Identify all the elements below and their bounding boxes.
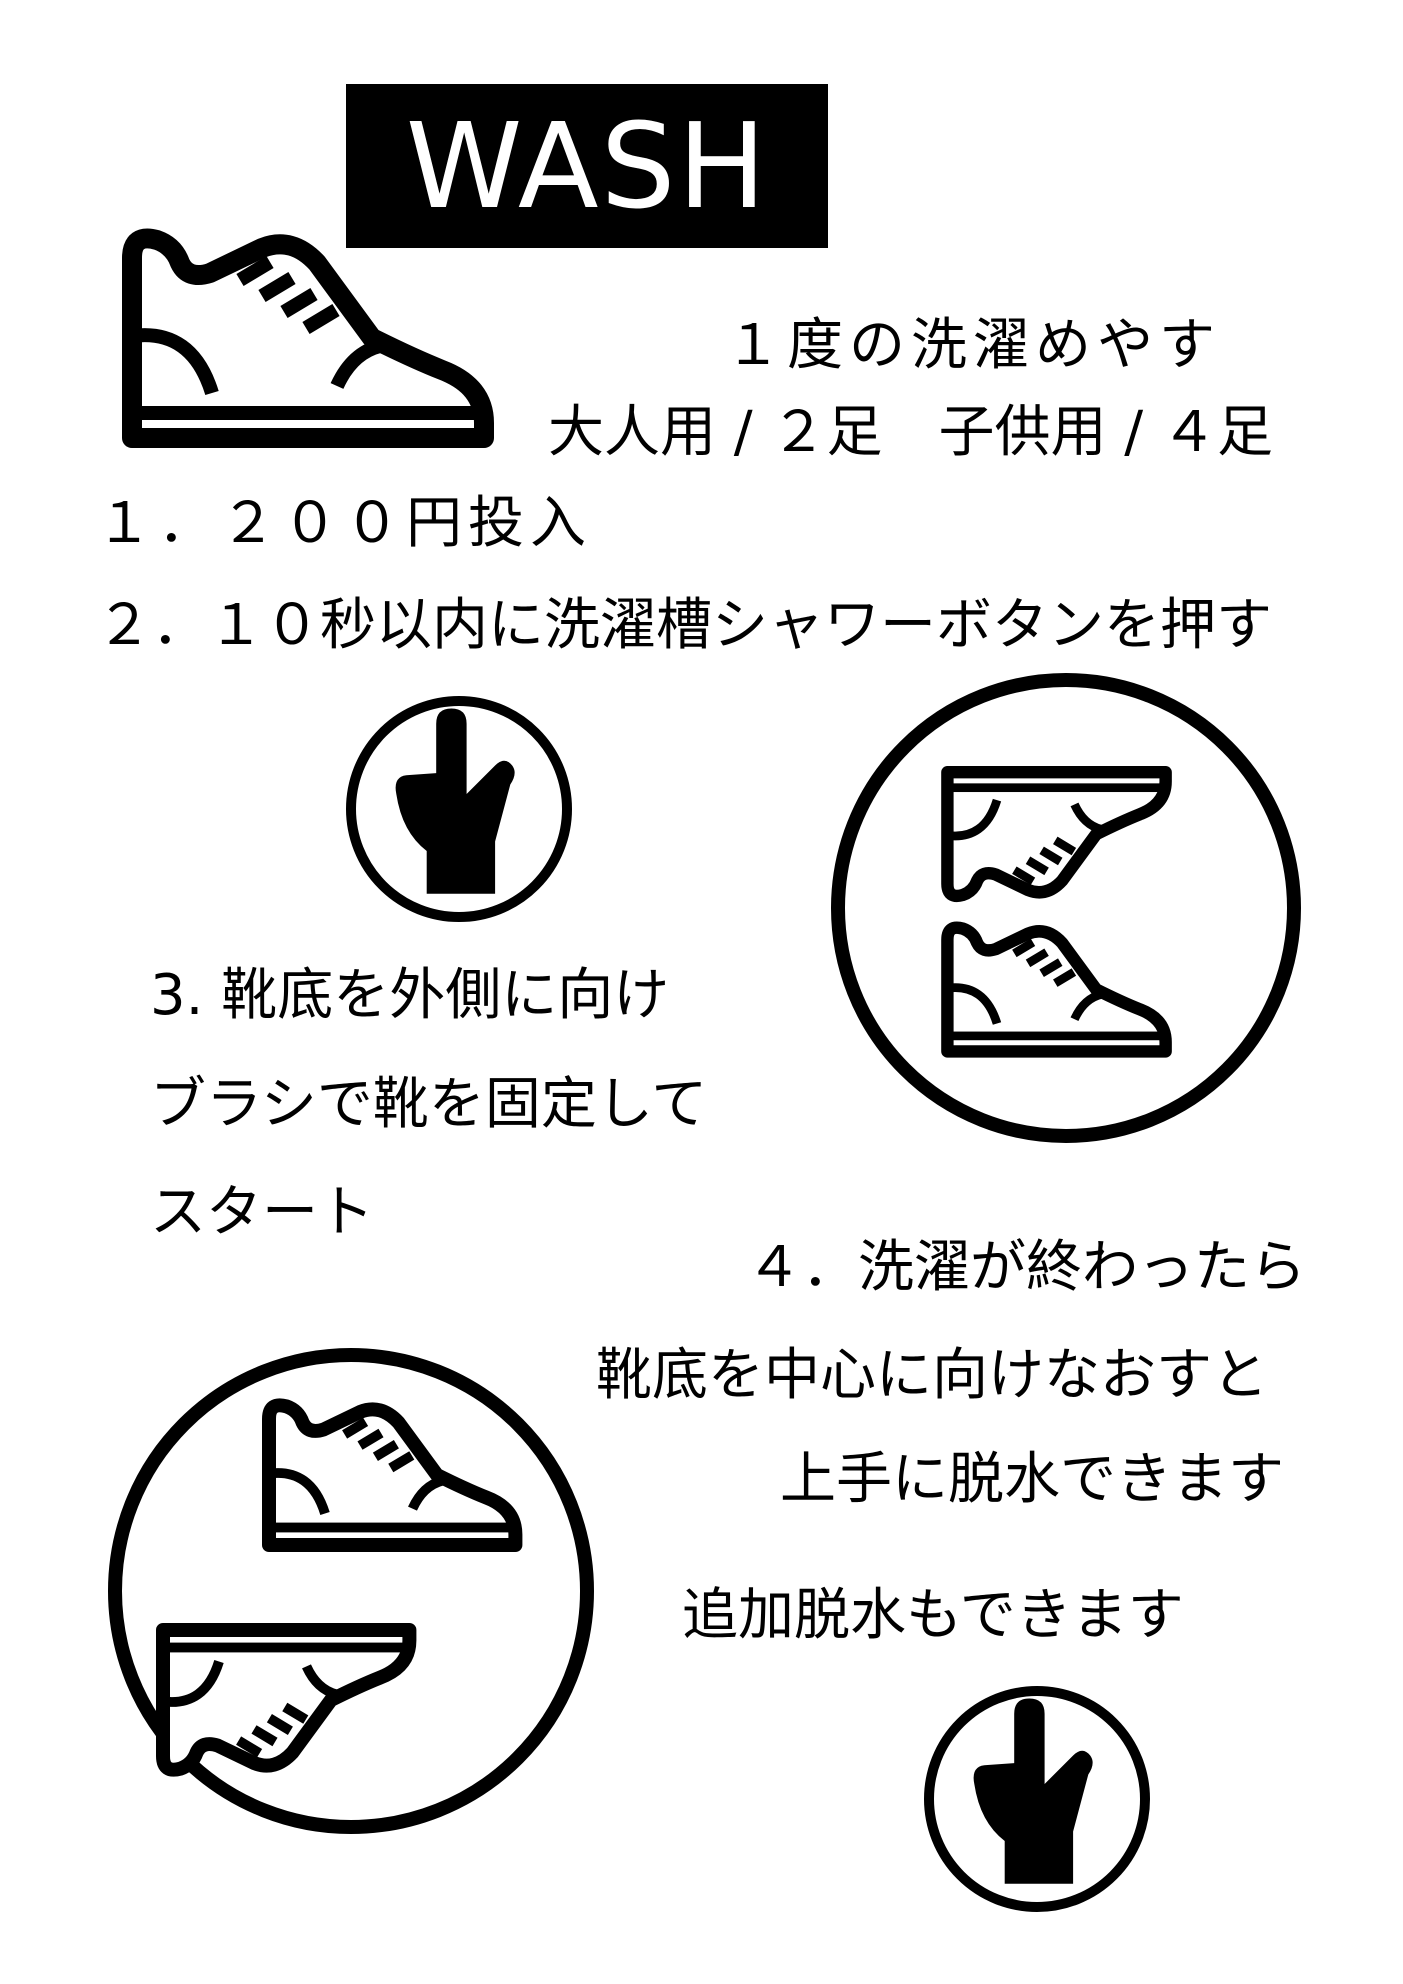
step-2: ２．１０秒以内に洗濯槽シャワーボタンを押す [96,593,1272,658]
finger-press-icon [343,693,575,925]
shoes-outward-icon [826,668,1306,1148]
step-3-line-2: ブラシで靴を固定して [150,1072,708,1137]
capacity-heading: １度の洗濯めやす [725,313,1221,378]
extra-spin-note: 追加脱水もできます [682,1583,1184,1648]
capacity-detail: 大人用 / ２足 子供用 / ４足 [548,400,1273,465]
finger-press-icon [921,1683,1153,1915]
step-1: １．２００円投入 [96,491,592,556]
sneaker-icon [112,218,512,448]
page-title: WASH [346,84,828,248]
step-3-line-3: スタート [150,1180,374,1245]
shoes-inward-icon [103,1343,599,1839]
step-4-line-1: ４．洗濯が終わったら [746,1235,1306,1300]
step-4-line-3: 上手に脱水できます [780,1447,1284,1512]
step-4-line-2: 靴底を中心に向けなおすと [596,1343,1268,1408]
step-3-line-1: 3. 靴底を外側に向け [150,963,670,1028]
